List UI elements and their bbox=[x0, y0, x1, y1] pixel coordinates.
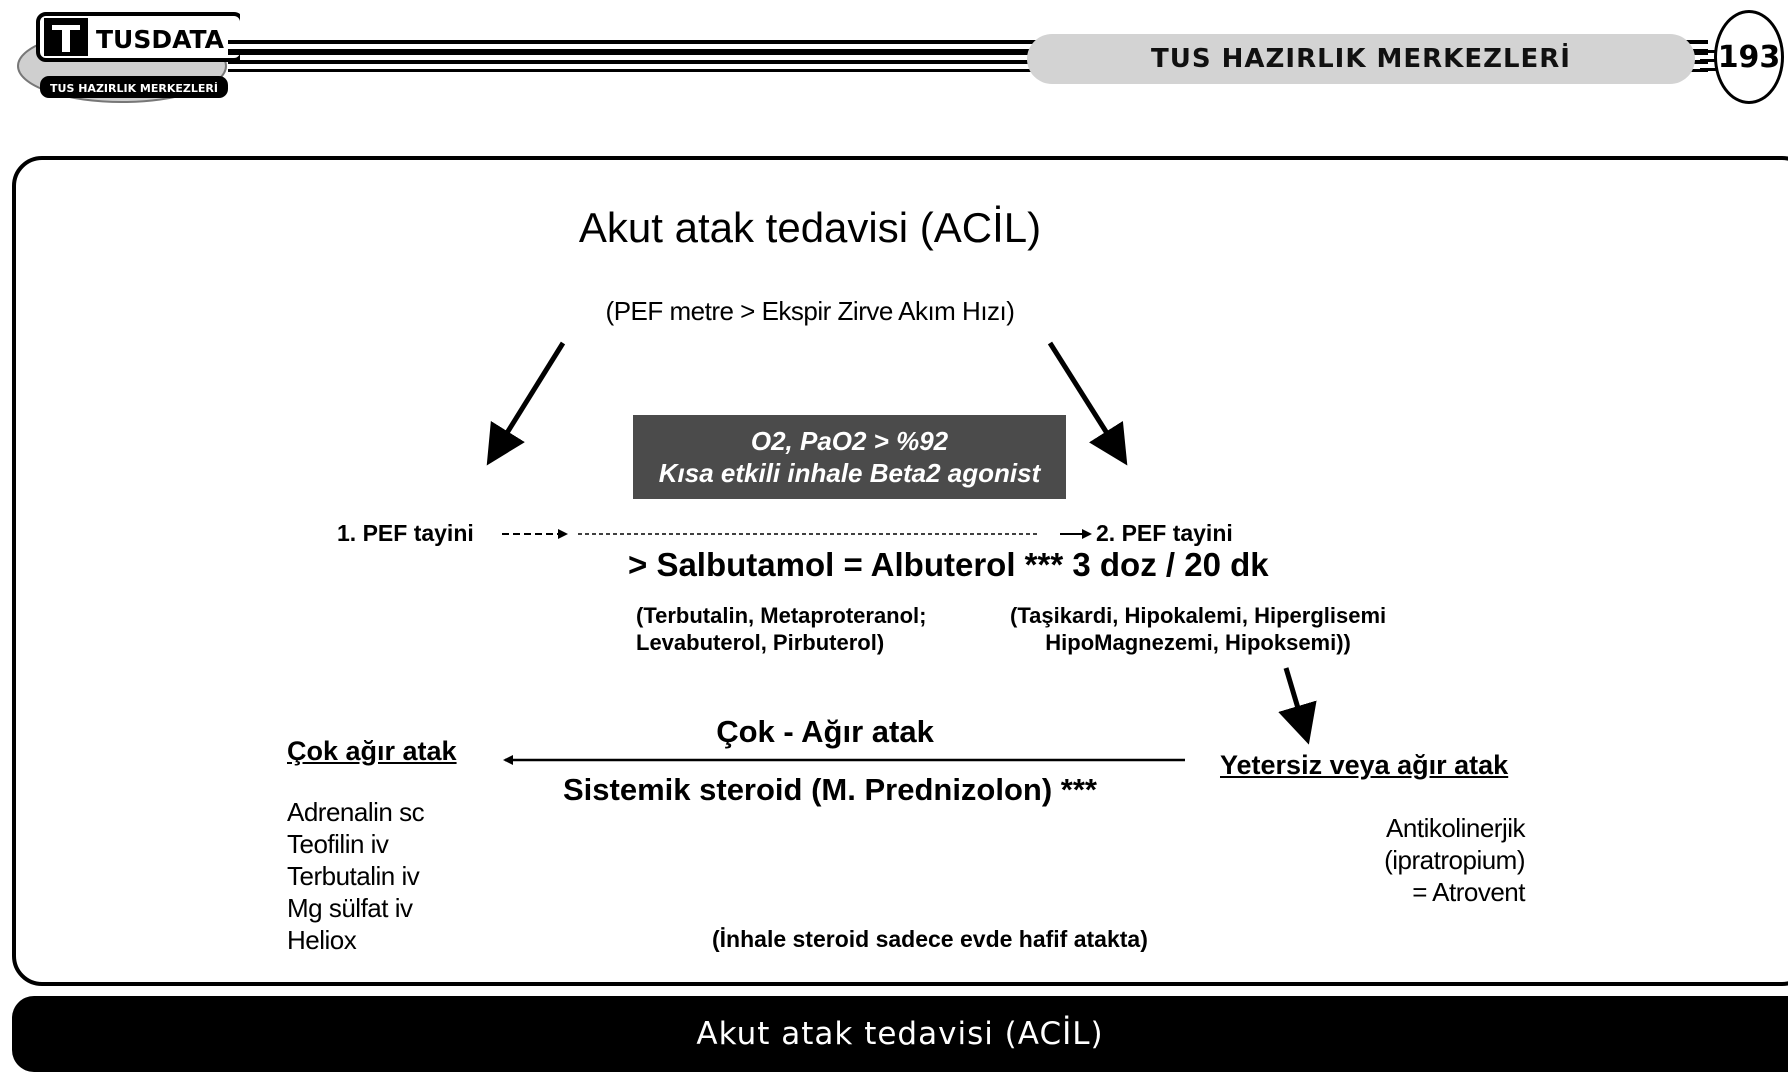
logo-subtext: TUS HAZIRLIK MERKEZLERİ bbox=[50, 81, 218, 95]
anticholinergic-block: Antikolinerjik (ipratropium) = Atrovent bbox=[1300, 812, 1525, 908]
footer-bar bbox=[12, 996, 1788, 1072]
anticholinergic-line3: = Atrovent bbox=[1412, 877, 1525, 907]
logo-wordmark: TUSDATA bbox=[96, 25, 225, 54]
anticholinergic-line1: Antikolinerjik bbox=[1386, 813, 1525, 843]
left-diagonal-arrow bbox=[486, 341, 566, 466]
side-effects-line2: HipoMagnezemi, Hipoksemi)) bbox=[1045, 630, 1351, 655]
beta2-agonist-line: Kısa etkili inhale Beta2 agonist bbox=[658, 458, 1041, 488]
salbutamol-dose: > Salbutamol = Albuterol *** 3 doz / 20 … bbox=[628, 546, 1269, 583]
inhaled-steroid-note: (İnhale steroid sadece evde hafif atakta… bbox=[712, 926, 1148, 952]
drug-item: Terbutalin iv bbox=[287, 861, 420, 891]
very-severe-arrow-label: Çok - Ağır atak bbox=[716, 714, 934, 749]
side-effects: (Taşikardi, Hipokalemi, Hiperglisemi Hip… bbox=[1010, 602, 1386, 656]
insufficient-attack-heading: Yetersiz veya ağır atak bbox=[1220, 750, 1509, 780]
header-rules bbox=[228, 40, 1708, 80]
header-title: TUS HAZIRLIK MERKEZLERİ bbox=[1027, 34, 1695, 84]
page-number-ticks bbox=[1700, 50, 1716, 71]
very-severe-drug-list: Adrenalin sc Teofilin iv Terbutalin iv M… bbox=[287, 796, 425, 956]
alternative-agonists-line1: (Terbutalin, Metaproteranol; bbox=[636, 603, 927, 628]
anticholinergic-line2: (ipratropium) bbox=[1384, 845, 1525, 875]
alternative-agonists: (Terbutalin, Metaproteranol; Levabuterol… bbox=[636, 602, 927, 656]
alternative-agonists-line2: Levabuterol, Pirbuterol) bbox=[636, 630, 885, 655]
drug-item: Mg sülfat iv bbox=[287, 893, 413, 923]
slide-title: Akut atak tedavisi (ACİL) bbox=[578, 204, 1042, 251]
second-pef-label: 2. PEF tayini bbox=[1096, 520, 1233, 546]
oxygen-line: O2, PaO2 > %92 bbox=[750, 426, 949, 456]
very-severe-heading: Çok ağır atak bbox=[287, 736, 457, 766]
footer-title: Akut atak tedavisi (ACİL) bbox=[696, 1016, 1104, 1052]
drug-item: Teofilin iv bbox=[287, 829, 389, 859]
slide-frame bbox=[12, 156, 1788, 986]
side-effects-line1: (Taşikardi, Hipokalemi, Hiperglisemi bbox=[1010, 603, 1387, 628]
drug-item: Heliox bbox=[287, 925, 357, 955]
drug-item: Adrenalin sc bbox=[287, 797, 425, 827]
slide-subtitle: (PEF metre > Ekspir Zirve Akım Hızı) bbox=[605, 296, 1015, 326]
systemic-steroid-label: Sistemik steroid (M. Prednizolon) *** bbox=[563, 772, 1097, 807]
first-pef-label: 1. PEF tayini bbox=[337, 520, 474, 546]
page-number: 193 bbox=[1714, 10, 1784, 104]
right-diagonal-arrow bbox=[1047, 341, 1128, 466]
down-arrow bbox=[1278, 667, 1317, 745]
oxygen-beta2-box: O2, PaO2 > %92 Kısa etkili inhale Beta2 … bbox=[633, 415, 1066, 499]
